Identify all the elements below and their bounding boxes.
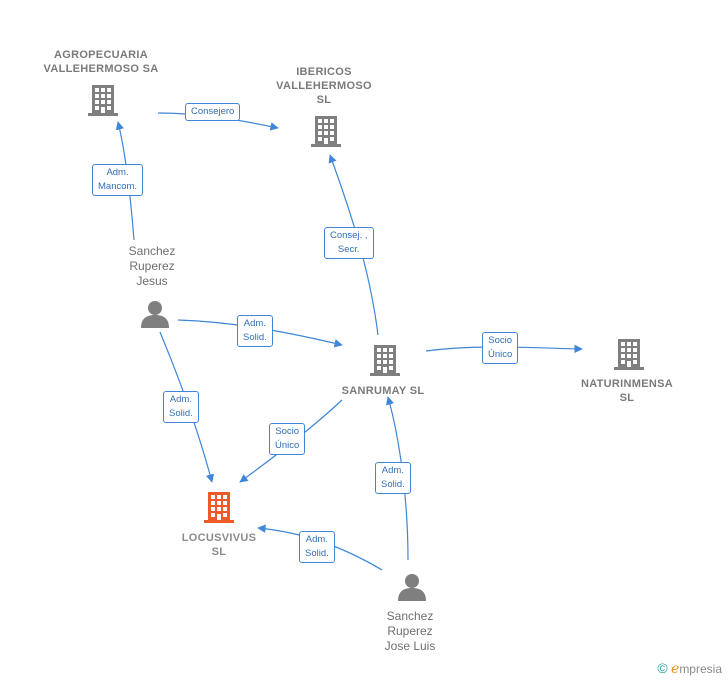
person-icon-sanchez-jesus[interactable]	[141, 301, 169, 328]
edge-label-adm-solid-jl-locus: Adm. Solid.	[299, 531, 335, 563]
edge-label-adm-mancom: Adm. Mancom.	[92, 164, 144, 196]
edge-label-adm-solid-jesus-locus: Adm. Solid.	[163, 391, 199, 423]
edge-label-consej-secr: Consej. , Secr.	[324, 227, 374, 259]
node-label-agropecuaria[interactable]: AGROPECUARIA VALLEHERMOSO SA	[43, 49, 159, 75]
person-label-sanchez-jesus[interactable]: Sanchez Ruperez Jesus	[128, 244, 176, 288]
edge-label-socio-unico-locus: Socio Único	[269, 423, 306, 455]
building-icon-locusvivus[interactable]	[204, 492, 234, 523]
building-icon-sanrumay[interactable]	[370, 345, 400, 376]
brand-name: mpresia	[679, 662, 722, 676]
edge-label-socio-unico-naturinmensa: Socio Único	[482, 332, 519, 364]
person-label-sanchez-jose-luis[interactable]: Sanchez Ruperez Jose Luis	[384, 609, 436, 653]
building-icon-naturinmensa[interactable]	[614, 339, 644, 370]
edge-label-adm-solid-jesus-sanrumay: Adm. Solid.	[237, 315, 273, 347]
node-label-locusvivus[interactable]: LOCUSVIVUS SL	[181, 532, 257, 558]
node-label-ibericos[interactable]: IBERICOS VALLEHERMOSO SL	[276, 66, 372, 106]
edge-label-adm-solid-jl-sanrumay: Adm. Solid.	[375, 462, 411, 494]
node-label-sanrumay[interactable]: SANRUMAY SL	[341, 385, 425, 397]
brand-initial: e	[671, 661, 680, 677]
empresia-logo[interactable]: © empresia	[657, 660, 722, 677]
edge-label-consejero: Consejero	[185, 103, 241, 121]
node-label-naturinmensa[interactable]: NATURINMENSA SL	[580, 378, 673, 404]
copyright-icon: ©	[657, 660, 668, 676]
person-icon-sanchez-jose-luis[interactable]	[398, 574, 426, 601]
building-icon-ibericos[interactable]	[311, 116, 341, 147]
building-icon-agropecuaria[interactable]	[88, 85, 118, 116]
